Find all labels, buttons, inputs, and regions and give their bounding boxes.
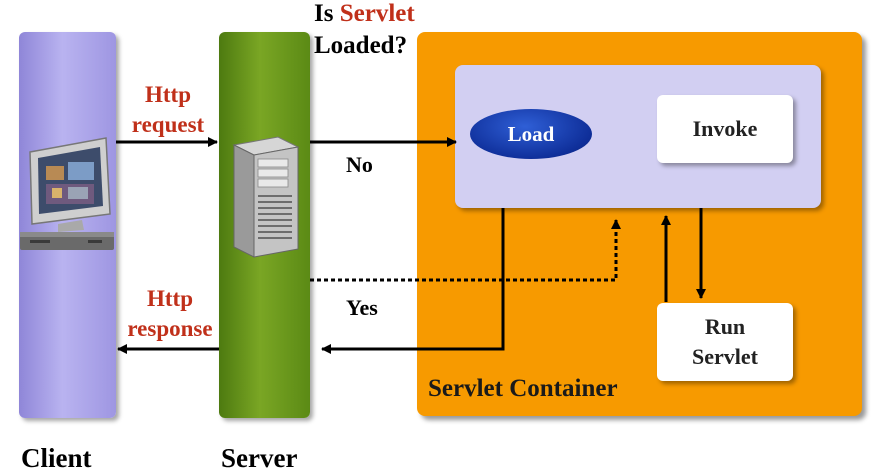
server-tower-icon (232, 136, 300, 258)
desktop-computer-icon (20, 137, 114, 250)
invoke-node: Invoke (657, 95, 793, 163)
run-servlet-label-line2: Servlet (692, 344, 758, 369)
http-response-line1: Http (147, 286, 193, 311)
http-request-line1: Http (145, 82, 191, 107)
loaded-label: Loaded? (314, 32, 408, 59)
is-servlet-loaded-question: Is Servlet Loaded? (314, 0, 415, 62)
http-response-label: Http response (112, 284, 228, 344)
invoke-label: Invoke (692, 116, 758, 141)
servlet-container-label: Servlet Container (428, 375, 618, 402)
is-label: Is (314, 0, 334, 27)
http-response-line2: response (127, 316, 213, 341)
server-caption: Server (221, 443, 298, 473)
run-servlet-node: Run Servlet (657, 303, 793, 381)
no-label: No (346, 152, 373, 177)
client-caption: Client (21, 443, 92, 473)
run-servlet-label-line1: Run (704, 314, 746, 339)
http-request-label: Http request (118, 80, 218, 140)
yes-label: Yes (346, 295, 378, 320)
http-request-line2: request (131, 112, 205, 137)
load-label: Load (507, 121, 555, 146)
servlet-word: Servlet (339, 0, 415, 27)
load-node: Load (470, 109, 592, 159)
